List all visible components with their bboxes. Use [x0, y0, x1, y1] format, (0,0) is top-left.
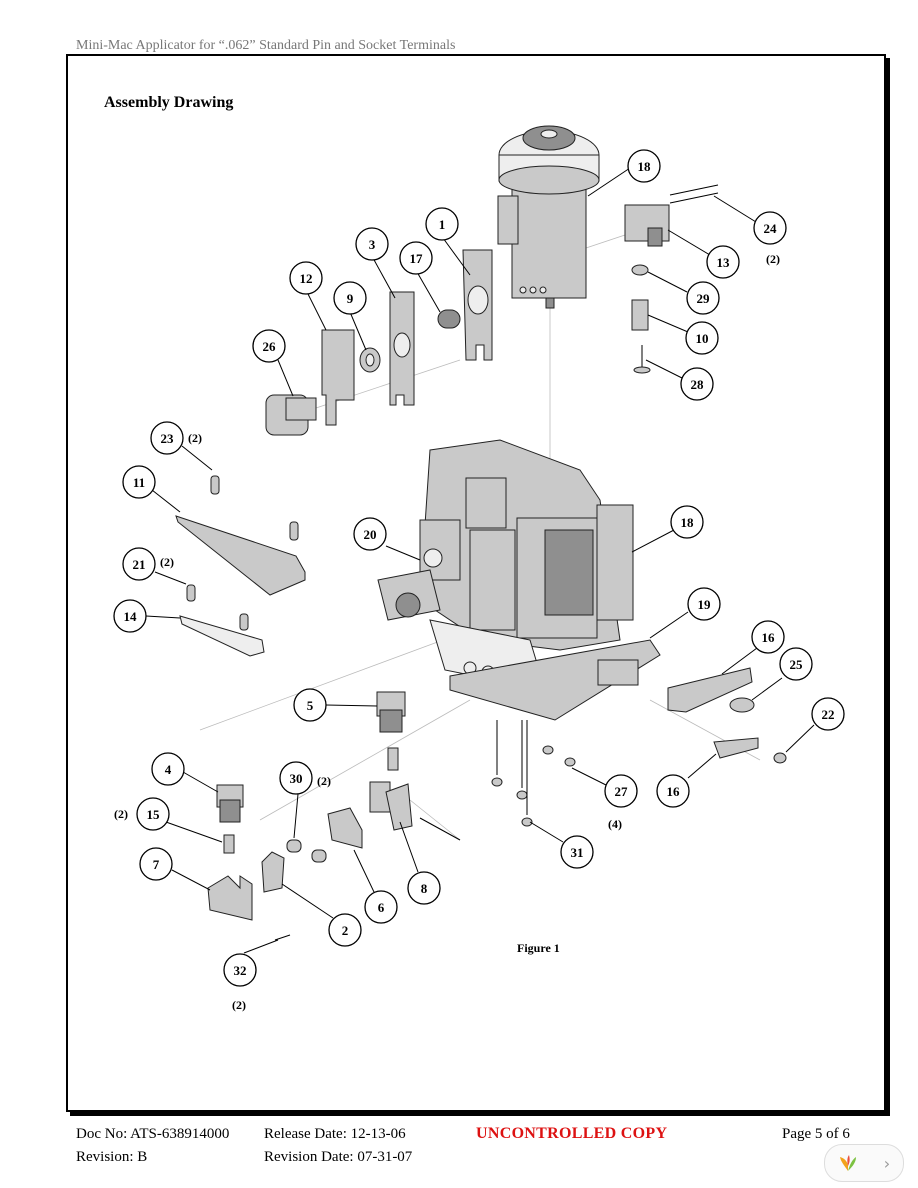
- callout-26: 26: [252, 329, 286, 363]
- leader-lines: [145, 167, 815, 954]
- svg-text:10: 10: [696, 331, 709, 346]
- svg-text:9: 9: [347, 291, 354, 306]
- svg-text:16: 16: [667, 784, 681, 799]
- svg-text:25: 25: [790, 657, 804, 672]
- qty-32: (2): [232, 998, 246, 1012]
- callout-13: 13: [706, 245, 740, 279]
- callout-16-lower: 16: [656, 774, 690, 808]
- svg-text:5: 5: [307, 698, 314, 713]
- svg-text:20: 20: [364, 527, 377, 542]
- svg-text:21: 21: [133, 557, 146, 572]
- chevron-right-icon[interactable]: ›: [883, 1153, 891, 1173]
- qty-30: (2): [317, 774, 331, 788]
- svg-text:16: 16: [762, 630, 776, 645]
- bracket-parts: [491, 667, 787, 827]
- callout-1: 1: [425, 207, 459, 241]
- tooling-parts: [207, 691, 461, 941]
- svg-text:30: 30: [290, 771, 303, 786]
- svg-text:1: 1: [439, 217, 446, 232]
- feed-head: [497, 125, 600, 309]
- callout-29: 29: [686, 281, 720, 315]
- svg-text:6: 6: [378, 900, 385, 915]
- callout-17: 17: [399, 241, 433, 275]
- callout-21: 21: [122, 547, 156, 581]
- callout-2: 2: [328, 913, 362, 947]
- callout-27: 27: [604, 774, 638, 808]
- callout-5: 5: [293, 688, 327, 722]
- callout-9: 9: [333, 281, 367, 315]
- revision: Revision: B: [76, 1149, 148, 1165]
- figure-caption: Figure 1: [517, 941, 560, 955]
- callout-8: 8: [407, 871, 441, 905]
- callout-16-upper: 16: [751, 620, 785, 654]
- viewer-widget[interactable]: ›: [824, 1144, 904, 1182]
- callout-25: 25: [779, 647, 813, 681]
- callout-18-mid: 18: [670, 505, 704, 539]
- svg-text:11: 11: [133, 475, 145, 490]
- callout-24: 24: [753, 211, 787, 245]
- qty-15: (2): [114, 807, 128, 821]
- callout-19: 19: [687, 587, 721, 621]
- callout-7: 7: [139, 847, 173, 881]
- svg-text:27: 27: [615, 784, 629, 799]
- callout-14: 14: [113, 599, 147, 633]
- callout-30: 30: [279, 761, 313, 795]
- qty-21: (2): [160, 555, 174, 569]
- svg-text:29: 29: [697, 291, 711, 306]
- callout-32: 32: [223, 953, 257, 987]
- svg-text:12: 12: [300, 271, 313, 286]
- svg-text:28: 28: [691, 377, 705, 392]
- release-date: Release Date: 12-13-06: [264, 1126, 406, 1142]
- callout-15: 15: [136, 797, 170, 831]
- svg-text:32: 32: [234, 963, 247, 978]
- viewer-logo-icon: [839, 1155, 856, 1171]
- revision-date: Revision Date: 07-31-07: [264, 1149, 413, 1165]
- callout-22: 22: [811, 697, 845, 731]
- svg-text:19: 19: [698, 597, 712, 612]
- callout-18-top: 18: [627, 149, 661, 183]
- svg-text:2: 2: [342, 923, 349, 938]
- svg-text:7: 7: [153, 857, 160, 872]
- callout-12: 12: [289, 261, 323, 295]
- section-title: Assembly Drawing: [104, 94, 234, 111]
- qty-27: (4): [608, 817, 622, 831]
- callout-20: 20: [353, 517, 387, 551]
- svg-text:4: 4: [165, 762, 172, 777]
- callout-28: 28: [680, 367, 714, 401]
- qty-23: (2): [188, 431, 202, 445]
- svg-text:3: 3: [369, 237, 376, 252]
- svg-text:22: 22: [822, 707, 835, 722]
- svg-text:8: 8: [421, 881, 428, 896]
- svg-text:18: 18: [681, 515, 695, 530]
- svg-text:13: 13: [717, 255, 731, 270]
- callout-31: 31: [560, 835, 594, 869]
- svg-text:24: 24: [764, 221, 778, 236]
- callout-11: 11: [122, 465, 156, 499]
- svg-text:18: 18: [638, 159, 652, 174]
- doc-number: Doc No: ATS-638914000: [76, 1126, 230, 1142]
- svg-text:23: 23: [161, 431, 175, 446]
- ram-parts: [265, 249, 493, 436]
- callout-3: 3: [355, 227, 389, 261]
- callout-23: 23: [150, 421, 184, 455]
- svg-text:15: 15: [147, 807, 161, 822]
- guide-plates: [175, 475, 306, 657]
- qty-24: (2): [766, 252, 780, 266]
- page-number: Page 5 of 6: [782, 1126, 850, 1142]
- callout-10: 10: [685, 321, 719, 355]
- running-header: Mini-Mac Applicator for “.062” Standard …: [76, 38, 456, 53]
- applicator-body: [377, 439, 661, 721]
- svg-text:26: 26: [263, 339, 277, 354]
- svg-text:17: 17: [410, 251, 424, 266]
- svg-text:14: 14: [124, 609, 138, 624]
- callout-4: 4: [151, 752, 185, 786]
- svg-text:31: 31: [571, 845, 584, 860]
- callout-6: 6: [364, 890, 398, 924]
- adjust-parts: [624, 184, 719, 374]
- uncontrolled-stamp: UNCONTROLLED COPY: [476, 1125, 668, 1142]
